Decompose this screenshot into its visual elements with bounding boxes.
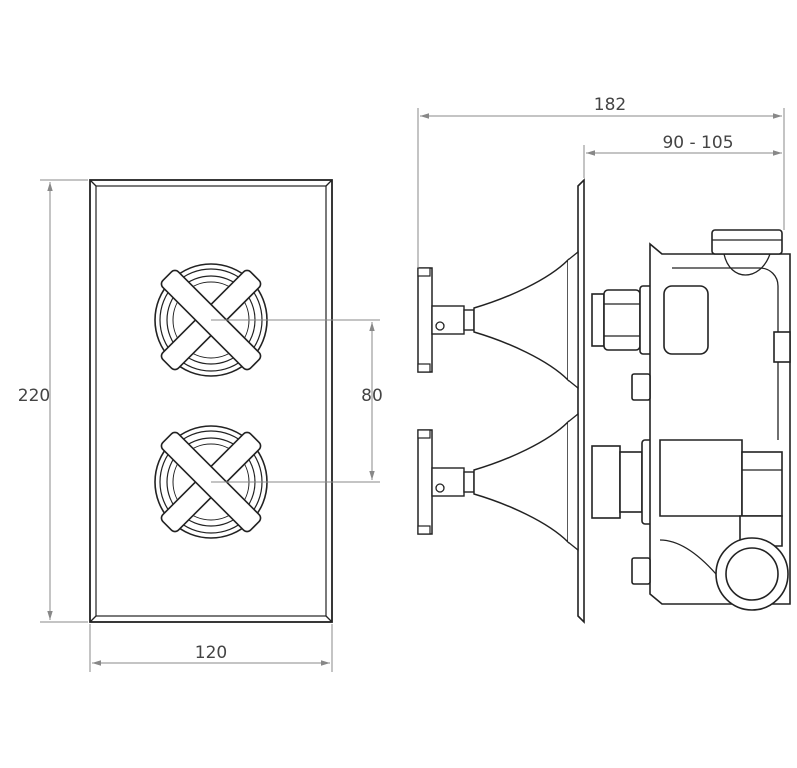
side-view: 182 90 - 105 bbox=[417, 95, 791, 624]
lower-valve-nut bbox=[591, 439, 661, 525]
valve-body bbox=[631, 229, 791, 611]
dimension-total-depth: 182 bbox=[417, 95, 785, 268]
dimension-total-depth-label: 182 bbox=[594, 95, 626, 115]
lower-side-handle bbox=[417, 413, 579, 551]
dimension-wall-depth: 90 - 105 bbox=[583, 133, 782, 178]
dimension-spacing-label: 80 bbox=[361, 386, 383, 406]
upper-side-handle bbox=[417, 251, 579, 389]
front-plate-outer bbox=[89, 179, 333, 623]
dimension-width: 120 bbox=[89, 624, 333, 672]
dimension-height: 220 bbox=[18, 179, 88, 623]
dimension-width-label: 120 bbox=[195, 643, 227, 663]
front-plate-inner bbox=[95, 185, 327, 617]
side-plate bbox=[577, 178, 585, 624]
dimension-height-label: 220 bbox=[18, 386, 50, 406]
dimension-wall-depth-label: 90 - 105 bbox=[662, 133, 733, 153]
dimension-spacing: 80 bbox=[211, 319, 383, 483]
front-view: 220 120 80 bbox=[18, 179, 383, 672]
